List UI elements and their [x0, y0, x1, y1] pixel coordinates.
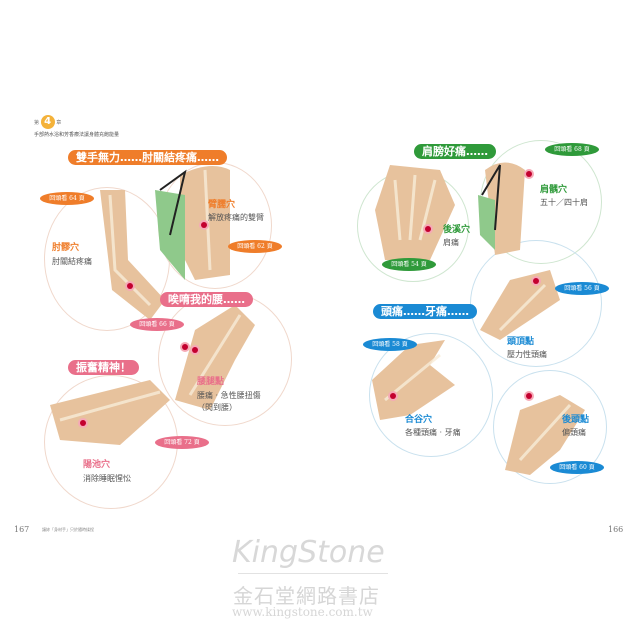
- chapter-suffix: 章: [56, 120, 62, 126]
- point-desc-touding: 壓力性頭痛: [507, 350, 547, 359]
- point-desc-yangchi: 消除睡眠惺忪: [83, 474, 131, 483]
- point-desc-hegu: 各種頭痛 · 牙痛: [405, 428, 461, 437]
- page-ref-60: 回頭看 60 頁: [550, 461, 604, 474]
- point-name-zhouliao: 肘髎穴: [52, 243, 80, 253]
- page-ref-72: 回頭看 72 頁: [155, 436, 209, 449]
- acupoint-marker: [201, 222, 207, 228]
- hegu-circle: [369, 333, 493, 457]
- watermark-chinese: 金石堂網路書店: [233, 584, 380, 608]
- point-desc-zhouliao: 肘關結疼痛: [52, 257, 92, 266]
- page-ref-58: 回頭看 58 頁: [363, 338, 417, 351]
- page-ref-56: 回頭看 56 頁: [555, 282, 609, 295]
- point-desc-houtou: 偏頭痛: [562, 428, 586, 437]
- point-desc-yaotui-note: （閃到腰）: [197, 403, 237, 412]
- point-name-houtou: 後頭點: [562, 415, 590, 425]
- point-name-yaotui: 腰腿點: [197, 377, 225, 387]
- point-name-hegu: 合谷穴: [405, 415, 433, 425]
- section-banner-energize: 振奮精神！: [68, 360, 139, 375]
- page-ref-54: 回頭看 54 頁: [382, 258, 436, 271]
- chapter-subtitle: 手部熱水浴和芳香療法讓身體充飽能量: [34, 132, 120, 138]
- section-banner-shoulder-pain: 肩膀好痛……: [414, 144, 496, 159]
- point-name-jianyu: 肩髃穴: [540, 185, 568, 195]
- right-page-number: 166: [608, 525, 624, 534]
- acupoint-marker: [127, 283, 133, 289]
- acupoint-marker: [526, 171, 532, 177]
- acupoint-marker: [390, 393, 396, 399]
- watermark-brand: KingStone: [232, 535, 385, 570]
- point-desc-houxi: 肩痛: [443, 238, 459, 247]
- point-name-yangchi: 陽池穴: [83, 460, 111, 470]
- point-desc-yaotui: 腰痛 · 急性腰扭傷: [197, 391, 261, 400]
- section-banner-headache: 頭痛……牙痛……: [373, 304, 477, 319]
- page-ref-62: 回頭看 62 頁: [228, 240, 282, 253]
- running-title: 讓妳「身材手」只於隨時揉捏: [42, 527, 94, 532]
- chapter-header: 第 4 章: [34, 115, 61, 129]
- acupoint-marker: [182, 344, 188, 350]
- section-banner-back-pain: 唉唷我的腰……: [160, 292, 253, 307]
- chapter-prefix: 第: [34, 120, 40, 126]
- acupoint-marker: [526, 393, 532, 399]
- watermark-divider: [238, 573, 388, 574]
- acupoint-marker: [533, 278, 539, 284]
- page-ref-66: 回頭看 66 頁: [130, 318, 184, 331]
- point-desc-jianyu: 五十／四十肩: [540, 198, 588, 207]
- point-name-touding: 頭頂點: [507, 337, 535, 347]
- left-page-number: 167: [14, 525, 30, 534]
- acupoint-marker: [80, 420, 86, 426]
- point-name-houxi: 後溪穴: [443, 225, 471, 235]
- back-head-circle: [493, 370, 607, 484]
- acupoint-marker: [192, 347, 198, 353]
- watermark-url: www.kingstone.com.tw: [232, 605, 373, 619]
- page-ref-68: 回頭看 68 頁: [545, 143, 599, 156]
- acupoint-marker: [425, 226, 431, 232]
- point-desc-binao: 解放疼痛的雙臂: [208, 213, 264, 222]
- page-ref-64: 回頭看 64 頁: [40, 192, 94, 205]
- point-name-binao: 臂臑穴: [208, 200, 236, 210]
- head-top-circle: [470, 240, 602, 367]
- chapter-number: 4: [40, 115, 55, 129]
- section-banner-weak-arms: 雙手無力……肘關結疼痛……: [68, 150, 227, 165]
